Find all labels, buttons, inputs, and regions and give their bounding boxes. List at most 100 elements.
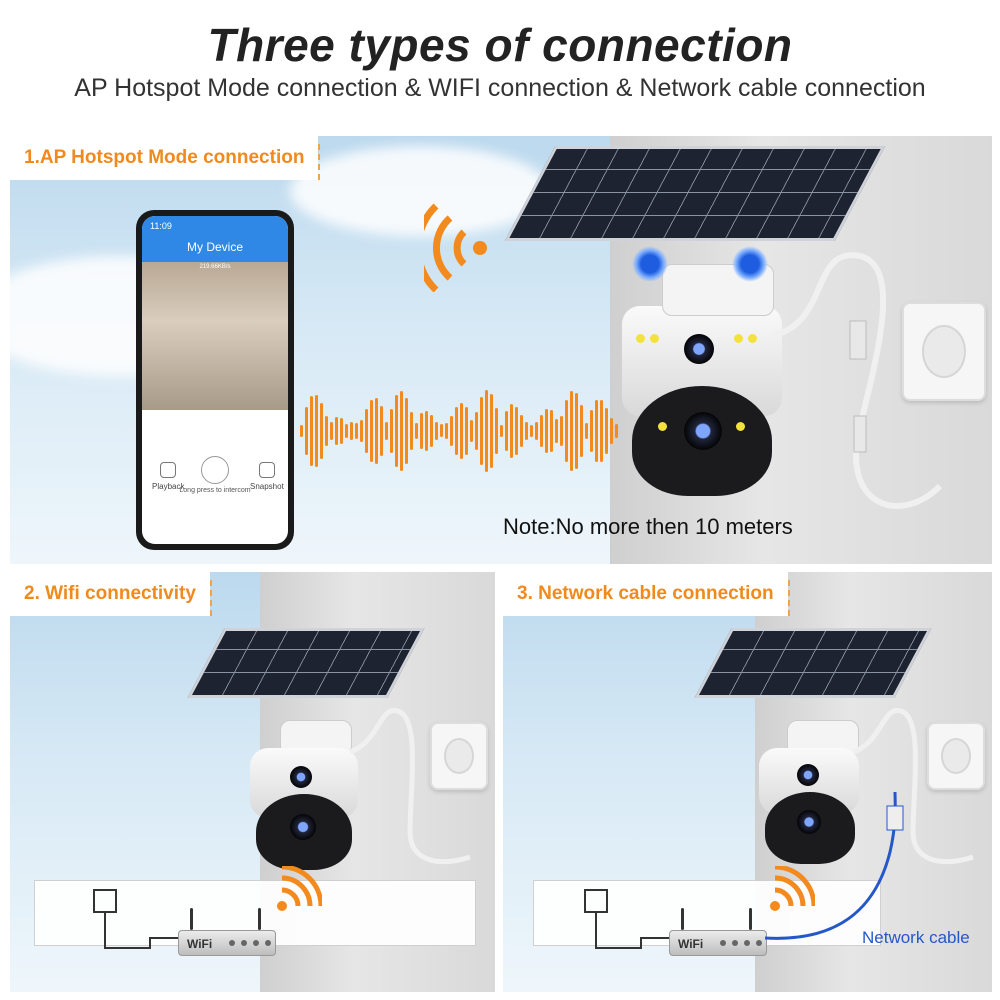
sound-wave-bar	[445, 423, 448, 439]
sound-wave-bar	[315, 394, 318, 468]
network-cable-label: Network cable	[862, 928, 970, 947]
sound-wave-icon	[300, 386, 620, 476]
wifi-signal-icon	[424, 203, 487, 292]
sound-wave-bar	[515, 406, 518, 456]
bitrate-readout: 219.66KB/s	[199, 264, 231, 270]
plug-icon	[584, 889, 691, 949]
sound-wave-bar	[300, 425, 303, 437]
sound-wave-bar	[430, 415, 433, 447]
sound-wave-bar	[540, 414, 543, 448]
led-icon	[650, 334, 659, 343]
sound-wave-bar	[410, 411, 413, 450]
sound-wave-bar	[455, 406, 458, 456]
page-title: Three types of connection	[207, 19, 793, 71]
sound-wave-bar	[535, 421, 538, 441]
camera-dome-icon	[632, 386, 772, 496]
video-preview[interactable]: 219.66KB/s	[142, 262, 288, 410]
led-icon	[636, 334, 645, 343]
sound-wave-bar	[385, 422, 388, 440]
camera-dome-icon	[256, 794, 352, 870]
sound-wave-bar	[415, 422, 418, 440]
wifi-signal-icon	[770, 866, 815, 911]
camera-lens-icon	[684, 334, 714, 364]
sound-wave-bar	[495, 408, 498, 454]
sound-wave-bar	[305, 406, 308, 456]
router-icon: WiFi	[669, 930, 767, 956]
panel-wifi: 2. Wifi connectivity WiFi	[10, 572, 495, 992]
camera-lens-icon	[797, 810, 821, 834]
sound-wave-bar	[575, 392, 578, 470]
camera-lens-icon	[797, 764, 819, 786]
status-bar: 11:09	[142, 216, 288, 236]
router-led	[756, 940, 762, 946]
sound-wave-bar	[580, 404, 583, 458]
sound-wave-bar	[405, 397, 408, 465]
sound-wave-bar	[350, 421, 353, 441]
sound-wave-bar	[475, 412, 478, 450]
sound-wave-bar	[600, 400, 603, 462]
sound-wave-bar	[545, 409, 548, 453]
router-icon: WiFi	[178, 930, 276, 956]
router-led	[720, 940, 726, 946]
page-subtitle: AP Hotspot Mode connection & WIFI connec…	[74, 74, 926, 102]
sound-wave-bar	[450, 415, 453, 447]
sound-wave-bar	[370, 399, 373, 463]
led-icon	[658, 422, 667, 431]
led-icon	[748, 334, 757, 343]
sound-wave-bar	[490, 394, 493, 468]
sound-wave-bar	[560, 415, 563, 447]
sound-wave-bar	[360, 420, 363, 442]
section-label-ap: 1.AP Hotspot Mode connection	[10, 136, 321, 180]
sound-wave-bar	[550, 410, 553, 452]
sound-wave-bar	[330, 422, 333, 440]
snapshot-button[interactable]: Snapshot	[250, 462, 284, 491]
router-label: WiFi	[678, 937, 704, 951]
network-cable-line	[765, 791, 904, 940]
sound-wave-bar	[525, 422, 528, 440]
intercom-button[interactable]	[201, 456, 229, 484]
sound-wave-bar	[605, 407, 608, 455]
plug-icon	[93, 889, 200, 949]
sound-wave-bar	[530, 424, 533, 438]
sound-wave-bar	[565, 400, 568, 462]
power-outlet-icon	[902, 302, 986, 401]
control-bar: Playback Snapshot Long press to intercom	[142, 456, 288, 516]
solar-panel-icon	[694, 628, 932, 698]
playback-icon	[160, 462, 177, 478]
camera-lens-icon	[290, 814, 316, 840]
power-cable	[853, 707, 974, 865]
sound-wave-bar	[395, 395, 398, 467]
power-outlet-icon	[927, 722, 985, 790]
sound-wave-bar	[570, 391, 573, 471]
playback-button[interactable]: Playback	[152, 462, 184, 491]
camera-dome-icon	[765, 792, 855, 864]
led-icon	[736, 422, 745, 431]
panel-network-cable: 3. Network cable connection WiFi	[503, 572, 992, 992]
router-antenna	[258, 908, 261, 930]
sound-wave-bar	[610, 418, 613, 444]
router-antenna	[681, 908, 684, 930]
sound-wave-bar	[585, 422, 588, 440]
sound-wave-bar	[400, 391, 403, 471]
sound-wave-bar	[365, 409, 368, 453]
sound-wave-bar	[440, 424, 443, 438]
sound-wave-bar	[420, 412, 423, 450]
cloud-decoration	[290, 146, 550, 236]
sound-wave-bar	[325, 416, 328, 446]
sound-wave-bar	[340, 418, 343, 444]
sound-wave-bar	[375, 398, 378, 464]
phone-screen: 11:09 My Device 219.66KB/s Playback Snap…	[142, 216, 288, 544]
sound-wave-bar	[320, 402, 323, 459]
phone-device: 11:09 My Device 219.66KB/s Playback Snap…	[136, 210, 294, 550]
sound-wave-bar	[310, 395, 313, 467]
sound-wave-bar	[590, 410, 593, 452]
camera-lens-icon	[290, 766, 312, 788]
sound-wave-bar	[595, 400, 598, 462]
app-title: My Device	[142, 236, 288, 262]
distance-note: Note:No more then 10 meters	[503, 514, 793, 539]
power-outlet-icon	[430, 722, 488, 790]
sound-wave-bar	[500, 424, 503, 438]
router-led	[265, 940, 271, 946]
wifi-signal-icon	[277, 866, 322, 911]
section-label-wifi: 2. Wifi connectivity	[10, 572, 212, 616]
